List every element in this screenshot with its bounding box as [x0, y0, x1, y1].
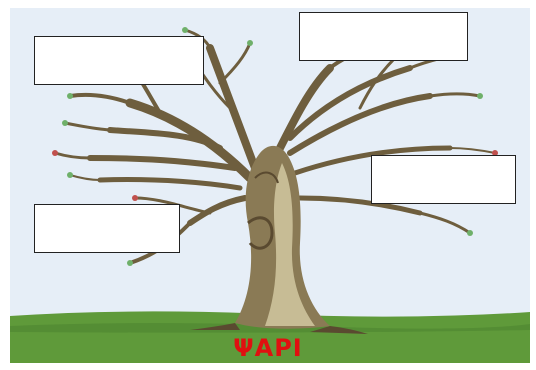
tree-trunk [190, 145, 368, 334]
label-box-top-left[interactable] [34, 36, 204, 85]
label-box-middle-right[interactable] [371, 155, 516, 204]
tree-branches [53, 28, 496, 265]
label-box-middle-left[interactable] [34, 204, 180, 253]
caption-title: ΨΑΡΙ [233, 334, 303, 362]
label-box-top-right[interactable] [299, 12, 468, 61]
